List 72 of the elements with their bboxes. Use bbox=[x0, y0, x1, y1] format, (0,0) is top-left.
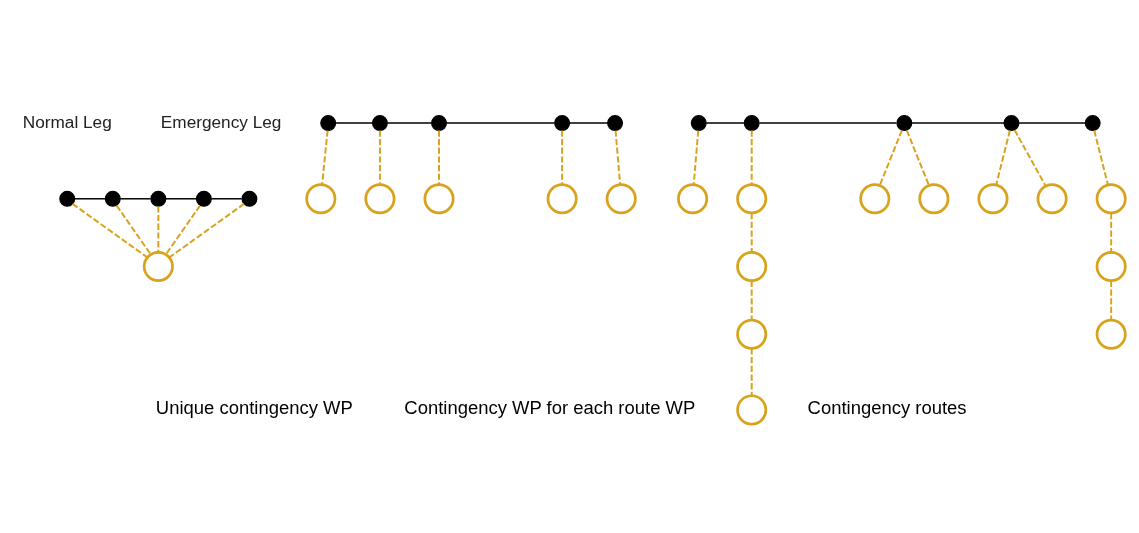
connector bbox=[165, 204, 201, 256]
node-circle bbox=[1036, 183, 1068, 215]
connector bbox=[157, 205, 160, 254]
node-dot bbox=[431, 115, 447, 132]
node-dot bbox=[690, 115, 707, 132]
connector bbox=[386, 122, 433, 124]
connector bbox=[1018, 122, 1086, 124]
connector bbox=[750, 129, 753, 186]
node-circle bbox=[918, 183, 950, 215]
node-dot bbox=[241, 190, 258, 207]
connector bbox=[438, 129, 440, 186]
node-circle bbox=[736, 183, 768, 215]
connector bbox=[335, 122, 374, 124]
connector bbox=[210, 198, 243, 200]
node-circle bbox=[1095, 183, 1127, 215]
connector bbox=[568, 122, 609, 124]
node-dot bbox=[1084, 115, 1101, 132]
connector bbox=[705, 122, 745, 124]
node-dot bbox=[371, 115, 388, 132]
connector bbox=[73, 198, 106, 200]
node-dot bbox=[104, 190, 121, 207]
connector bbox=[445, 122, 556, 124]
node-circle bbox=[1095, 318, 1127, 350]
node-dot bbox=[195, 190, 212, 207]
connector bbox=[1013, 129, 1047, 187]
node-dot bbox=[320, 115, 337, 132]
node-circle bbox=[1095, 251, 1127, 282]
connector bbox=[71, 202, 149, 259]
connector bbox=[1110, 279, 1113, 321]
connector bbox=[911, 122, 1005, 124]
connector bbox=[614, 129, 622, 186]
legend-label: Normal Leg bbox=[22, 111, 112, 132]
connector bbox=[1093, 129, 1109, 186]
connector bbox=[995, 129, 1011, 186]
node-circle bbox=[305, 183, 337, 215]
node-circle bbox=[546, 183, 578, 215]
node-circle bbox=[364, 183, 396, 215]
node-dot bbox=[607, 115, 624, 132]
node-circle bbox=[142, 251, 174, 282]
connector bbox=[758, 122, 898, 124]
node-circle bbox=[736, 251, 768, 282]
node-circle bbox=[677, 183, 709, 215]
node-dot bbox=[554, 115, 571, 132]
node-circle bbox=[605, 183, 637, 215]
connector bbox=[378, 129, 381, 186]
connector bbox=[878, 129, 903, 187]
node-dot bbox=[743, 115, 760, 132]
node-dot bbox=[150, 190, 167, 207]
connector bbox=[168, 202, 245, 259]
connector bbox=[750, 279, 753, 321]
connector bbox=[692, 129, 700, 186]
connector bbox=[750, 212, 753, 254]
connector bbox=[561, 129, 564, 186]
node-circle bbox=[977, 183, 1009, 215]
node-dot bbox=[59, 190, 76, 207]
node-dot bbox=[896, 115, 913, 132]
connector bbox=[1110, 212, 1113, 254]
connector bbox=[750, 347, 753, 397]
connector bbox=[321, 129, 329, 186]
label: Contingency routes bbox=[807, 397, 967, 419]
node-circle bbox=[859, 183, 891, 215]
connector bbox=[119, 198, 152, 200]
label: Unique contingency WP bbox=[155, 397, 353, 419]
node-circle bbox=[736, 318, 768, 350]
connector bbox=[905, 129, 930, 187]
legend-label: Emergency Leg bbox=[160, 111, 282, 132]
connector bbox=[115, 204, 152, 256]
node-dot bbox=[1003, 115, 1020, 132]
node-circle bbox=[423, 183, 455, 215]
label: Contingency WP for each route WP bbox=[404, 397, 696, 419]
connector bbox=[165, 198, 197, 200]
node-circle bbox=[736, 394, 768, 426]
